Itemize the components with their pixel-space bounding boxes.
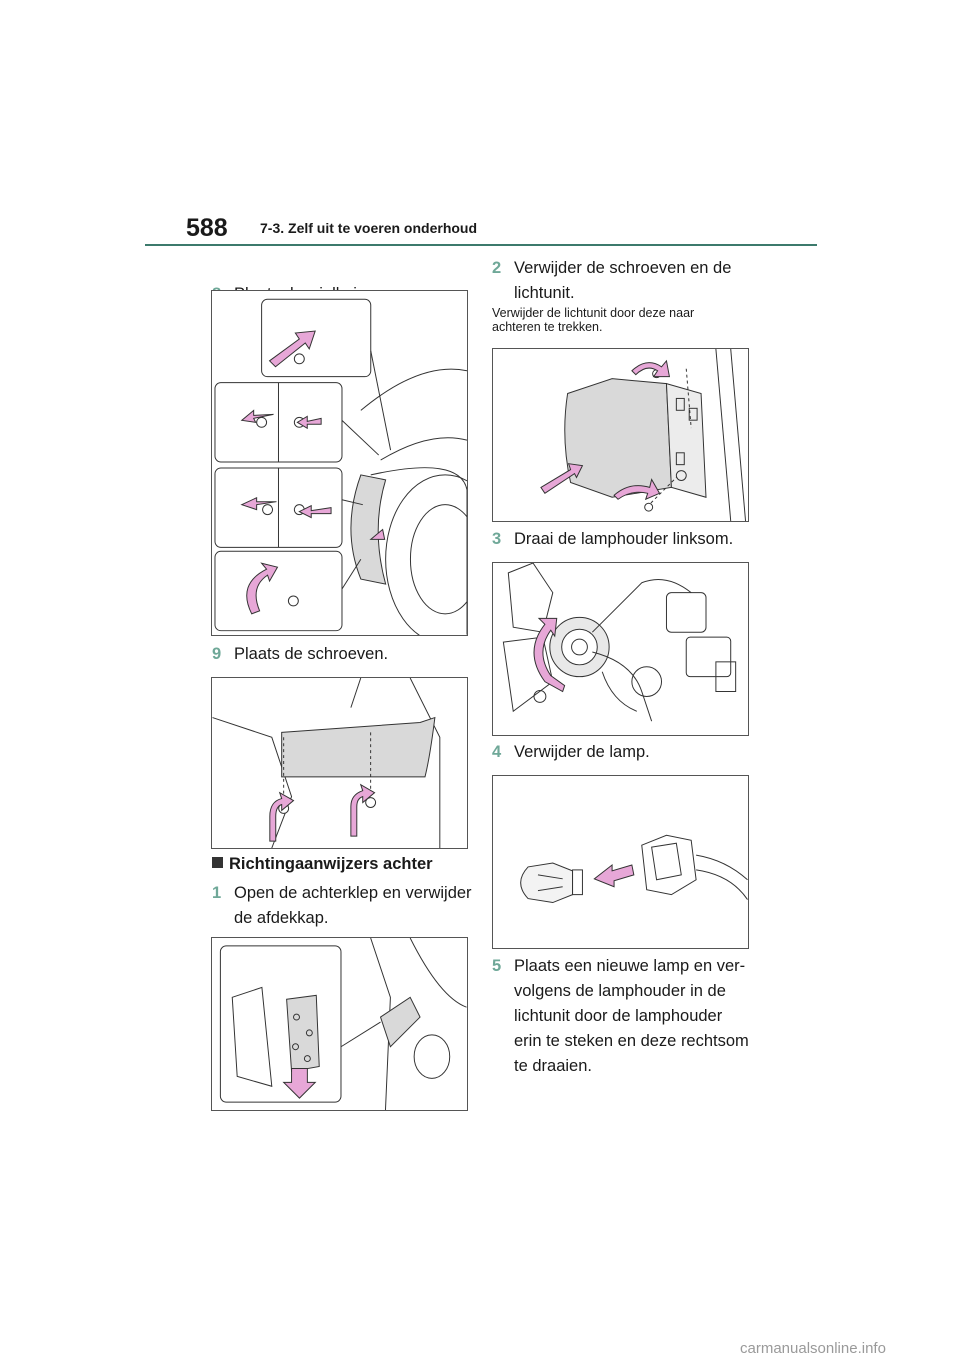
- fender-liner-illustration: [214, 298, 467, 635]
- watermark: carmanualsonline.info: [740, 1340, 886, 1357]
- step-text: Open de achterklep en verwijder de afdek…: [234, 884, 472, 927]
- step-2-note: Verwijder de lichtunit door deze naar ac…: [492, 306, 695, 334]
- step-2: 2 Verwijder de schroeven en de lichtunit…: [492, 256, 762, 306]
- section-title: 7-3. Zelf uit te voeren onderhoud: [260, 220, 478, 236]
- subheading-rear-turn-signals: Richtingaanwijzers achter: [212, 855, 433, 874]
- figure-cover-cap: [211, 937, 468, 1111]
- step-number: 1: [212, 884, 222, 902]
- step-4: 4 Verwijder de lamp.: [492, 740, 762, 765]
- step-9: 9 Plaats de schroeven.: [212, 642, 472, 667]
- step-text: Verwijder de lamp.: [514, 743, 650, 761]
- step-number: 3: [492, 530, 502, 548]
- figure-bulb-holder: [492, 562, 749, 736]
- figure-screws: [211, 677, 468, 849]
- cover-cap-illustration: [219, 938, 467, 1110]
- step-number: 9: [212, 645, 222, 663]
- subheading-text: Richtingaanwijzers achter: [229, 855, 433, 873]
- bulb-removal-illustration: [520, 834, 748, 904]
- header-rule: [145, 244, 817, 246]
- figure-light-unit: [492, 348, 749, 522]
- step-1: 1 Open de achterklep en verwijder de afd…: [212, 881, 472, 931]
- step-number: 5: [492, 957, 502, 975]
- screws-illustration: [212, 678, 441, 848]
- step-text: Verwijder de schroeven en de lichtunit.: [514, 259, 732, 302]
- figure-fender-liner: [211, 290, 468, 636]
- step-3: 3 Draai de lamphouder linksom.: [492, 527, 762, 552]
- step-number: 4: [492, 743, 502, 761]
- step-5: 5 Plaats een nieuwe lamp en ver- volgens…: [492, 954, 762, 1079]
- step-text: Draai de lamphouder linksom.: [514, 530, 734, 548]
- light-unit-illustration: [540, 349, 747, 521]
- bullet-square-icon: [212, 857, 223, 868]
- step-text: Plaats een nieuwe lamp en ver- volgens d…: [514, 957, 749, 1075]
- page-number: 588: [186, 214, 228, 242]
- figure-bulb-removal: [492, 775, 749, 949]
- step-text: Plaats de schroeven.: [234, 645, 389, 663]
- bulb-holder-illustration: [502, 563, 737, 722]
- step-number: 2: [492, 259, 502, 277]
